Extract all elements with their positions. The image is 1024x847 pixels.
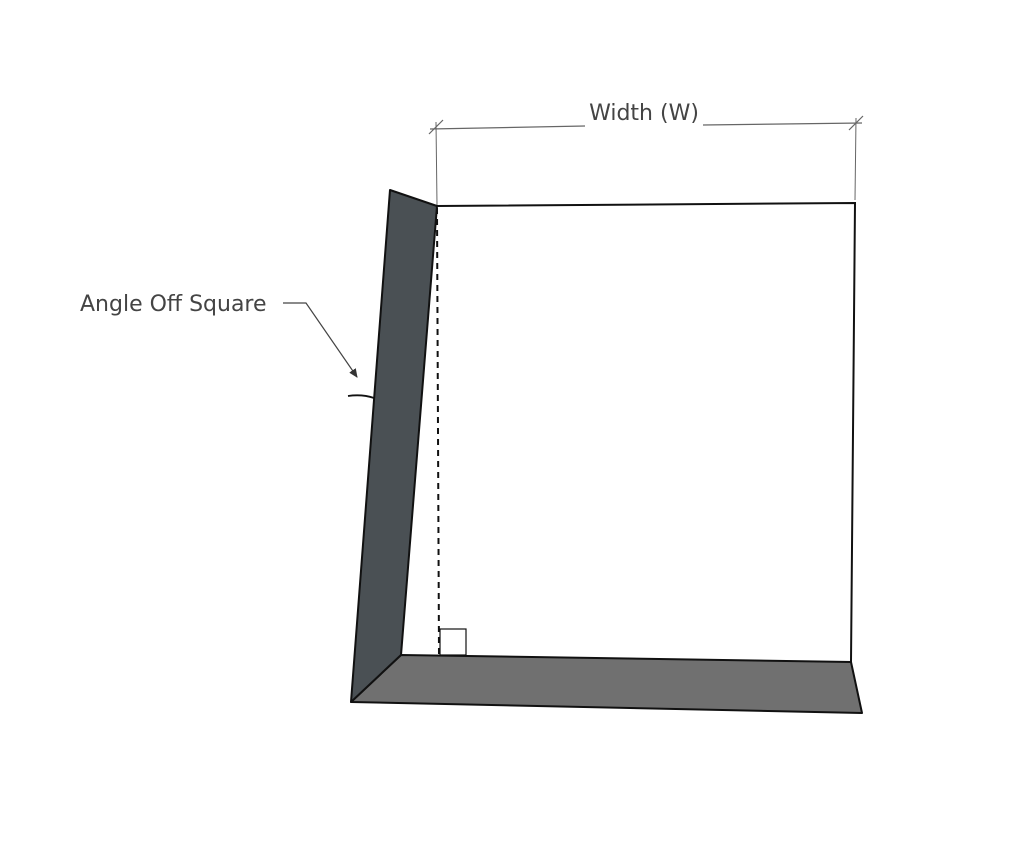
width-dimension-line-right: [702, 122, 863, 126]
angle-off-square-label: Angle Off Square: [80, 292, 267, 317]
angle-off-square-leader: [283, 302, 358, 378]
width-tick-left: [428, 119, 444, 135]
width-extension-line-right: [854, 117, 857, 201]
width-extension-line-left: [435, 121, 438, 206]
square-outline: [436, 201, 857, 663]
wall-hook-mark: [347, 394, 375, 399]
width-dimension-line-left: [429, 125, 586, 130]
right-angle-indicator: [439, 628, 467, 656]
floor-board: [350, 654, 863, 714]
leaning-side-wall: [350, 189, 438, 703]
width-tick-right: [848, 115, 864, 131]
width-label: Width (W): [589, 101, 699, 126]
true-vertical-dashed-line: [436, 207, 440, 656]
